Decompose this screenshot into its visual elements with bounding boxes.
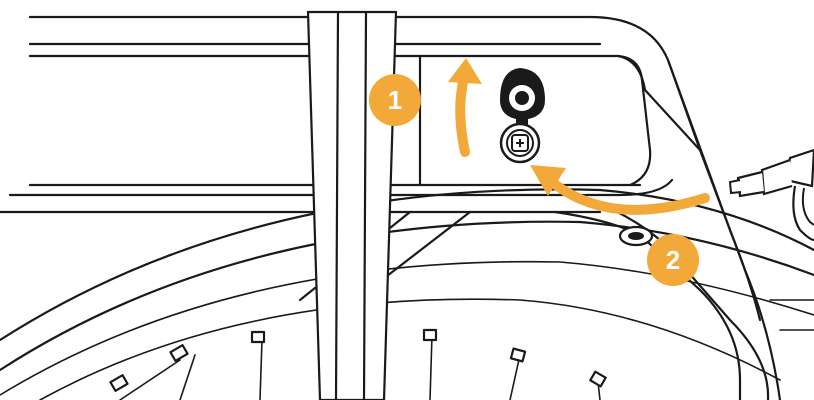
step-1-badge: 1: [369, 74, 421, 126]
cable-grommet-icon: [620, 227, 652, 245]
step-2-number: 2: [666, 245, 680, 275]
curved-up-arrow-icon: [448, 58, 482, 152]
seat-stay: [308, 12, 396, 400]
rear-wheel: [0, 189, 814, 400]
curved-left-arrow-icon: [530, 165, 705, 210]
step-2-badge: 2: [647, 234, 699, 286]
rear-rack-frame: [0, 17, 814, 400]
port-cap-icon: [500, 68, 545, 128]
charging-port-icon: [501, 124, 539, 162]
charger-plug-icon: [730, 150, 814, 240]
step-1-number: 1: [388, 85, 402, 115]
